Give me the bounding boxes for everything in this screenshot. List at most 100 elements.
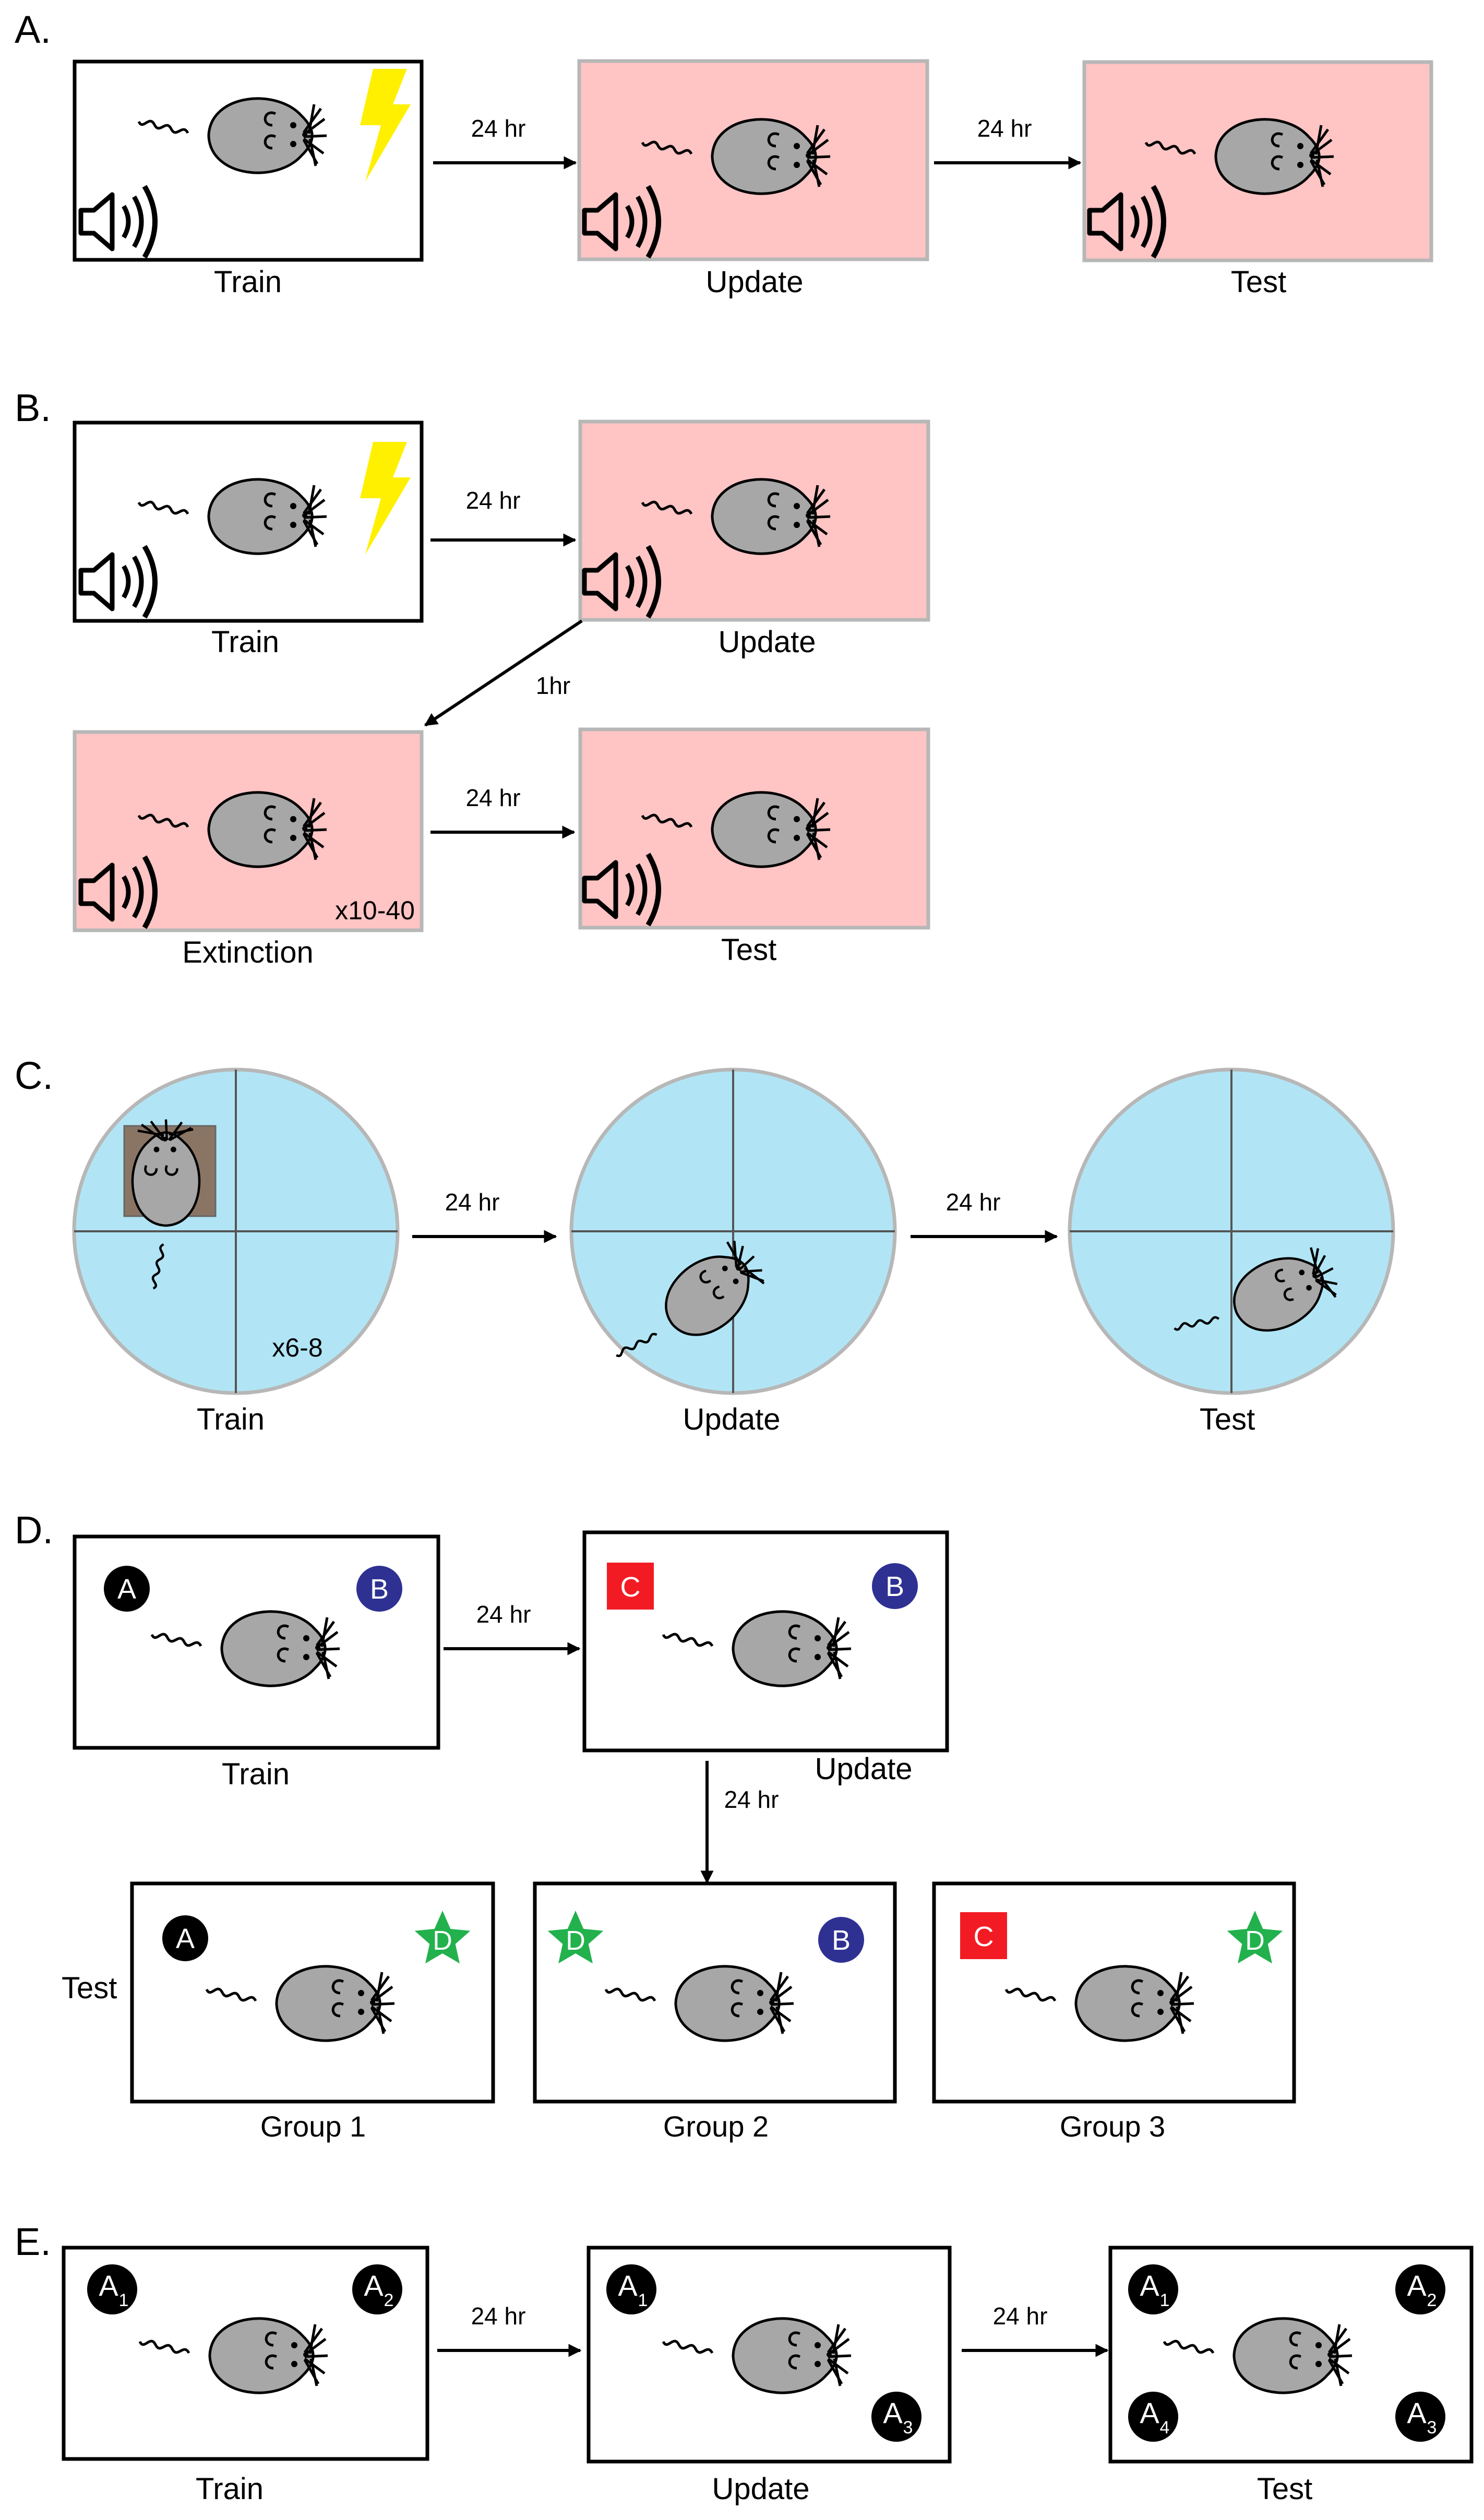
mouse-icon (662, 1610, 852, 1687)
panel-c: C. x6-8 Train 24 hr Update 24 hr (15, 1054, 1395, 1436)
mouse-icon (138, 2317, 328, 2394)
interval-label: 24 hr (993, 2302, 1048, 2330)
panel-b-extinction-box: x10-40 (73, 730, 424, 932)
mouse-icon (131, 1119, 201, 1290)
stage-label-update: Update (815, 1752, 912, 1786)
stage-label-update: Update (705, 265, 803, 299)
object-b (818, 1917, 864, 1963)
mouse-icon (1163, 2317, 1353, 2394)
panel-b: B. Train 24 hr Update 1hr (15, 386, 930, 969)
mouse-icon (1144, 118, 1334, 195)
stage-label-update: Update (712, 2472, 809, 2506)
panel-a: A. Train 24 hr Update 24 hr (15, 8, 1433, 299)
object-subscript: 3 (903, 2418, 913, 2438)
lightning-bolt-icon (360, 442, 411, 555)
object-b-letter: B (370, 1574, 389, 1605)
object-d-star (414, 1911, 471, 1964)
object-subscript: 1 (638, 2290, 648, 2310)
mouse-icon (137, 478, 327, 555)
panel-d: D. A B Train 24 hr C B Update 24 h (15, 1508, 1296, 2143)
object-a-letter: A (176, 1923, 195, 1954)
object-subscript: 2 (384, 2290, 394, 2310)
stage-label-train: Train (211, 625, 279, 659)
mouse-icon (641, 118, 831, 195)
lightning-bolt-icon (360, 69, 411, 182)
stage-label-extinction: Extinction (182, 935, 313, 969)
object-a (104, 1566, 150, 1612)
interval-label: 24 hr (445, 1189, 500, 1216)
interval-label: 24 hr (724, 1786, 779, 1813)
stage-label-update: Update (683, 1402, 780, 1436)
speaker-tone-icon (78, 545, 158, 619)
object-c-letter: C (974, 1921, 994, 1952)
panel-c-train-pool: x6-8 (72, 1067, 400, 1395)
interval-label: 1hr (536, 672, 570, 699)
object-a3: A 3 (1395, 2392, 1445, 2442)
object-d-letter: D (1245, 1926, 1265, 1956)
object-subscript: 1 (119, 2290, 129, 2310)
object-letter: A (1407, 2396, 1427, 2429)
arrow-update-to-extinction (424, 619, 583, 727)
object-letter: A (883, 2396, 903, 2429)
panel-a-train-box (73, 59, 424, 262)
object-b (356, 1566, 402, 1612)
stage-label-test: Test (1200, 1402, 1255, 1436)
mouse-icon (137, 97, 327, 174)
object-letter: A (1140, 2396, 1159, 2429)
mouse-icon (641, 791, 831, 868)
object-letter: A (618, 2269, 638, 2302)
stage-label-train: Train (214, 265, 282, 299)
chamber (578, 727, 930, 930)
object-b-letter: B (832, 1925, 851, 1956)
group-label: Group 2 (663, 2110, 769, 2143)
panel-e-label: E. (15, 2220, 51, 2263)
panel-a-test-box (1082, 60, 1433, 262)
object-d-letter: D (433, 1926, 452, 1956)
mouse-icon (662, 2317, 852, 2394)
mouse-icon (137, 791, 327, 868)
panel-e-test-box: A 1 A 2 A 4 A 3 (1108, 2246, 1474, 2464)
object-subscript: 4 (1160, 2418, 1170, 2438)
panel-c-test-pool (1068, 1067, 1395, 1395)
speaker-tone-icon (582, 185, 661, 259)
interval-label: 24 hr (977, 115, 1032, 142)
object-subscript: 2 (1427, 2290, 1437, 2310)
speaker-tone-icon (78, 855, 158, 929)
repeat-count: x10-40 (335, 896, 415, 925)
speaker-tone-icon (582, 545, 661, 619)
test-row-label: Test (62, 1971, 117, 2005)
panel-d-group2-box: D B (533, 1881, 897, 2104)
interval-label: 24 hr (471, 2302, 526, 2330)
object-a4: A 4 (1128, 2392, 1178, 2442)
stage-label-test: Test (721, 933, 776, 967)
panel-d-group3-box: C D (932, 1881, 1296, 2104)
panel-b-label: B. (15, 386, 51, 429)
object-b-letter: B (885, 1571, 904, 1602)
mouse-icon (205, 1965, 395, 2042)
mouse-icon (1004, 1965, 1194, 2042)
panel-e-train-box: A 1 A 2 (62, 2246, 429, 2461)
object-a2: A 2 (352, 2264, 402, 2314)
mouse-icon (604, 1965, 794, 2042)
group-label: Group 1 (260, 2110, 366, 2143)
interval-label: 24 hr (471, 115, 526, 142)
mouse-icon (150, 1610, 340, 1687)
object-letter: A (364, 2269, 384, 2302)
object-subscript: 3 (1427, 2418, 1437, 2438)
repeat-count: x6-8 (272, 1333, 322, 1362)
mouse-icon (1174, 1247, 1338, 1332)
panel-a-update-box (577, 59, 929, 261)
object-a3: A 3 (871, 2392, 921, 2442)
mouse-icon (616, 1241, 765, 1358)
interval-label: 24 hr (476, 1601, 531, 1628)
panel-d-label: D. (15, 1508, 53, 1552)
object-subscript: 1 (1160, 2290, 1170, 2310)
object-a-letter: A (117, 1574, 136, 1605)
speaker-tone-icon (1087, 185, 1166, 259)
interval-label: 24 hr (466, 487, 521, 514)
panel-b-train-box (73, 421, 424, 623)
speaker-tone-icon (582, 853, 661, 927)
object-d-star (1227, 1911, 1283, 1964)
panel-b-update-box (578, 419, 930, 622)
